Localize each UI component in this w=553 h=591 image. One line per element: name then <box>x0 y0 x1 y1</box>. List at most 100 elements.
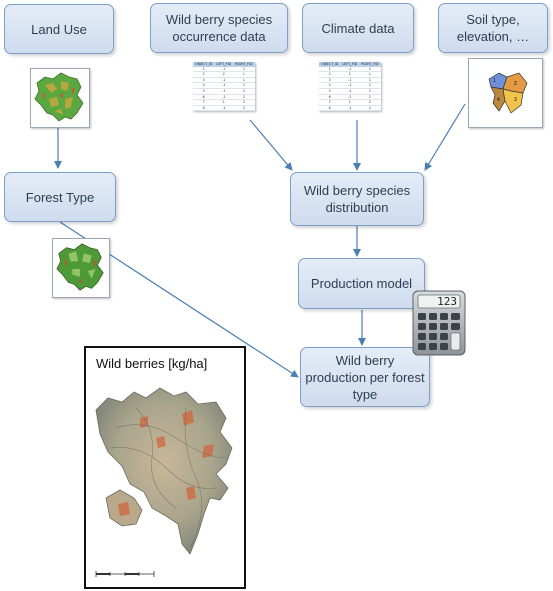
table-cell: -1 <box>340 66 360 73</box>
production-per-forest-type-box: Wild berry production per forest type <box>300 347 430 407</box>
table-cell: 5 <box>193 88 215 95</box>
result-map-title: Wild berries [kg/ha] <box>96 356 208 371</box>
production-per-forest-type-label: Wild berry production per forest type <box>305 352 425 402</box>
table-header-cell: LEFT_FID <box>340 62 360 67</box>
climate-table-header: OBJECT_ID LEFT_FID RIGHT_FID <box>319 62 381 67</box>
table-cell: 8 <box>193 105 215 112</box>
table-cell: 3 <box>319 77 341 84</box>
table-cell: 2 <box>359 88 381 95</box>
table-header-cell: LEFT_FID <box>214 62 234 67</box>
table-header-cell: RIGHT_FID <box>233 62 255 67</box>
calculator-icon: 123 <box>412 290 466 356</box>
table-cell: 3 <box>193 77 215 84</box>
table-cell: 4 <box>319 82 341 89</box>
land-use-map-thumbnail <box>30 68 90 128</box>
table-cell: 2 <box>359 94 381 101</box>
table-cell: 2 <box>319 71 341 78</box>
berry-occurrence-box: Wild berry species occurrence data <box>150 3 288 53</box>
table-cell: 1 <box>359 71 381 78</box>
table-cell: 2 <box>233 94 255 101</box>
table-cell: -1 <box>214 105 234 112</box>
table-cell: 2 <box>233 88 255 95</box>
soil-label: 1 <box>493 78 496 84</box>
table-cell: 6 <box>319 94 341 101</box>
table-cell: 1 <box>359 77 381 84</box>
table-cell: 2 <box>233 105 255 112</box>
table-cell: -1 <box>214 88 234 95</box>
arrow-soil-to-distribution <box>424 103 466 171</box>
soil-label: 4 <box>497 97 500 103</box>
table-cell: 1 <box>233 71 255 78</box>
soil-map-thumbnail: 1 2 3 4 <box>468 58 543 128</box>
table-cell: 1 <box>233 66 255 73</box>
soil-label: 3 <box>514 97 517 103</box>
table-cell: 1 <box>233 82 255 89</box>
climate-data-box: Climate data <box>302 3 414 53</box>
forest-type-box: Forest Type <box>4 172 116 222</box>
forest-type-label: Forest Type <box>25 189 95 205</box>
table-cell: -1 <box>214 66 234 73</box>
table-cell: 2 <box>340 71 360 78</box>
table-cell: -1 <box>340 82 360 89</box>
table-cell: 2 <box>359 105 381 112</box>
climate-data-label: Climate data <box>321 20 395 36</box>
table-header-cell: OBJECT_ID <box>193 62 215 67</box>
wild-berries-result-map: Wild berries [kg/ha] <box>84 346 246 589</box>
table-cell: 2 <box>233 99 255 106</box>
table-cell: -1 <box>340 88 360 95</box>
land-use-label: Land Use <box>31 21 87 37</box>
table-cell: 2 <box>193 71 215 78</box>
occurrence-table-header: OBJECT_ID LEFT_FID RIGHT_FID <box>193 62 255 67</box>
table-header-cell: RIGHT_FID <box>359 62 381 67</box>
table-cell: 1 <box>340 99 360 106</box>
arrow-occurrence-to-distribution <box>249 119 293 171</box>
table-cell: 1 <box>319 66 341 73</box>
production-model-label: Production model <box>310 276 413 291</box>
table-cell: 5 <box>319 88 341 95</box>
table-cell: 8 <box>319 105 341 112</box>
forest-type-map-thumbnail <box>52 238 110 298</box>
table-header-cell: OBJECT_ID <box>319 62 341 67</box>
table-cell: 1 <box>214 99 234 106</box>
table-cell: 2 <box>359 99 381 106</box>
table-cell: 1 <box>359 82 381 89</box>
table-cell: 1 <box>359 66 381 73</box>
table-cell: -1 <box>214 77 234 84</box>
table-cell: -1 <box>340 105 360 112</box>
production-model-box: Production model <box>298 258 425 309</box>
table-cell: -1 <box>214 94 234 101</box>
table-cell: 7 <box>193 99 215 106</box>
table-cell: 7 <box>319 99 341 106</box>
species-distribution-label: Wild berry species distribution <box>303 183 411 215</box>
table-cell: 4 <box>193 82 215 89</box>
calculator-display: 123 <box>437 295 457 308</box>
soil-label: 2 <box>514 81 517 87</box>
table-cell: 2 <box>214 71 234 78</box>
table-cell: 1 <box>233 77 255 84</box>
soil-type-label: Soil type, elevation, … <box>456 12 530 44</box>
table-cell: 6 <box>193 94 215 101</box>
soil-type-box: Soil type, elevation, … <box>438 3 548 53</box>
table-cell: 1 <box>193 66 215 73</box>
table-cell: -1 <box>214 82 234 89</box>
berry-occurrence-label: Wild berry species occurrence data <box>165 12 273 44</box>
table-cell: -1 <box>340 77 360 84</box>
